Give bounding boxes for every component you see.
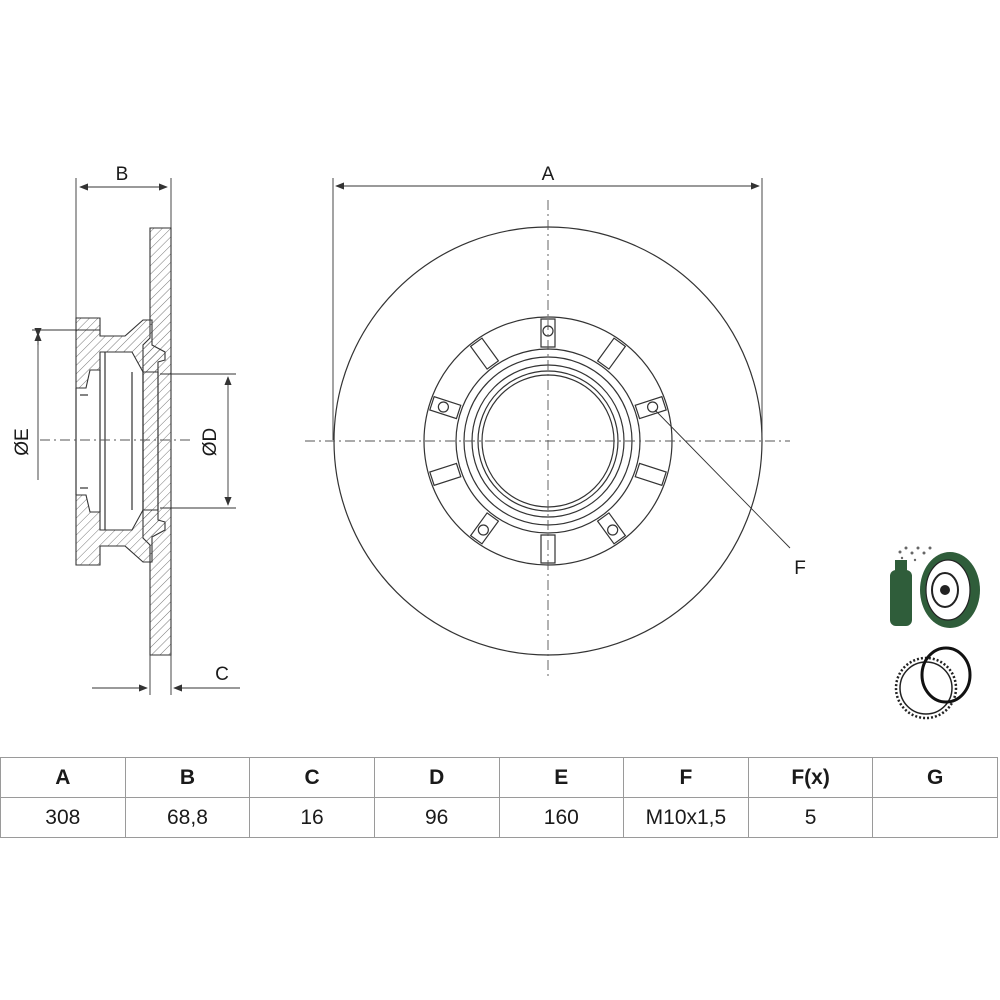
spec-value-row: 308 68,8 16 96 160 M10x1,5 5 — [0, 797, 998, 838]
spec-value-a: 308 — [0, 797, 126, 838]
disc-front-view: A F — [305, 164, 806, 680]
bolt-hole — [647, 401, 659, 413]
specification-table: A B C D E F F(x) G 308 68,8 16 96 160 M1… — [0, 757, 998, 838]
hub-slot — [596, 512, 627, 545]
disc-with-hub-icon — [920, 552, 980, 628]
hub-section-top — [75, 317, 166, 389]
dimension-label-d: ØD — [200, 428, 221, 457]
spec-value-g — [872, 797, 998, 838]
spec-value-d: 96 — [373, 797, 500, 838]
hub-slot — [634, 462, 667, 487]
bolt-hole — [607, 524, 619, 536]
bolt-hole — [477, 524, 489, 536]
spec-header-c: C — [249, 757, 375, 798]
brake-disc-technical-drawing: B ØE ØD C — [12, 164, 980, 720]
thread-callout-f: F — [794, 558, 806, 579]
wheel-bolt-holes — [437, 325, 659, 536]
bolt-hole — [437, 401, 449, 413]
hub-slot — [634, 395, 667, 420]
spec-header-e: E — [498, 757, 625, 798]
spec-value-c: 16 — [249, 797, 375, 838]
hub-slot — [469, 512, 500, 545]
seal-ring-icon — [920, 646, 972, 704]
hub-slot — [540, 318, 556, 348]
spec-header-fx: F(x) — [747, 757, 874, 798]
disc-side-section-view: B ØE ØD C — [12, 164, 240, 695]
hub-slot — [429, 462, 462, 487]
spec-header-d: D — [373, 757, 500, 798]
hub-slots — [429, 318, 667, 564]
spec-header-g: G — [872, 757, 998, 798]
spec-header-a: A — [0, 757, 126, 798]
spec-header-f: F — [623, 757, 749, 798]
spec-header-row: A B C D E F F(x) G — [0, 757, 998, 798]
spec-value-fx: 5 — [747, 797, 874, 838]
spec-value-b: 68,8 — [124, 797, 251, 838]
dimension-label-a: A — [542, 164, 555, 185]
spec-value-e: 160 — [498, 797, 625, 838]
spec-value-f: M10x1,5 — [623, 797, 749, 838]
hub-slot — [429, 395, 462, 420]
hub-slot — [596, 337, 627, 370]
spec-header-b: B — [124, 757, 251, 798]
friction-ring-section — [142, 227, 172, 656]
hub-slot — [469, 337, 500, 370]
dimension-label-c: C — [215, 664, 229, 685]
hub-slot — [540, 534, 556, 564]
dimension-label-b: B — [116, 164, 129, 185]
dimension-label-e: ØE — [12, 428, 33, 455]
paint-spray-icon — [890, 546, 932, 626]
